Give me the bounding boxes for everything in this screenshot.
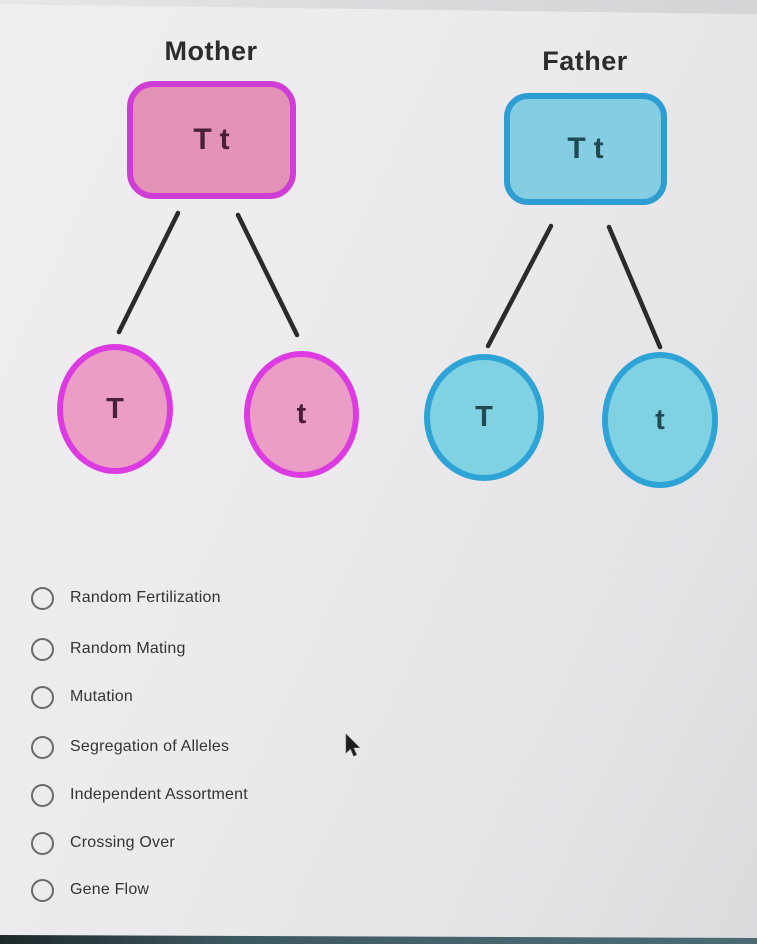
option-independent-assortment[interactable]: Independent Assortment [31, 781, 248, 809]
father-right-line [606, 224, 663, 350]
radio-button-icon[interactable] [31, 586, 54, 610]
father-allele-T-text: T [475, 401, 493, 433]
mother-left-line [116, 210, 181, 335]
mother-genotype-text: Tt [193, 123, 238, 156]
option-label: Independent Assortment [70, 786, 248, 803]
father-left-line [485, 223, 554, 349]
radio-button-icon[interactable] [31, 685, 54, 709]
radio-button-icon[interactable] [31, 637, 54, 661]
mother-right-line [235, 212, 300, 338]
option-label: Random Fertilization [70, 589, 221, 606]
option-label: Gene Flow [70, 881, 150, 898]
radio-button-icon[interactable] [31, 735, 54, 759]
option-segregation-of-alleles[interactable]: Segregation of Alleles [31, 733, 229, 761]
father-genotype-text: Tt [567, 132, 612, 165]
father-allele-t-circle: t [602, 352, 718, 488]
mother-allele-t-text: t [296, 398, 307, 430]
father-genotype-box: Tt [504, 93, 667, 205]
option-gene-flow[interactable]: Gene Flow [31, 876, 149, 904]
option-label: Segregation of Alleles [70, 738, 230, 755]
option-random-mating[interactable]: Random Mating [31, 635, 186, 663]
mother-allele-T-text: T [106, 392, 124, 425]
mother-allele-T-circle: T [57, 344, 173, 474]
option-crossing-over[interactable]: Crossing Over [31, 829, 175, 857]
option-label: Random Mating [70, 640, 186, 657]
mother-allele-t-circle: t [244, 351, 359, 478]
screen-top-edge [0, 0, 757, 15]
option-label: Mutation [70, 688, 133, 705]
radio-button-icon[interactable] [31, 783, 54, 807]
father-allele-T-circle: T [424, 354, 544, 481]
father-title: Father [542, 46, 628, 76]
screen-bottom-bezel [0, 934, 757, 944]
radio-button-icon[interactable] [31, 878, 54, 902]
father-allele-t-text: t [655, 403, 665, 436]
option-mutation[interactable]: Mutation [31, 683, 133, 711]
mouse-cursor-icon [345, 733, 361, 757]
option-random-fertilization[interactable]: Random Fertilization [31, 584, 221, 612]
mother-genotype-box: Tt [127, 81, 296, 199]
radio-button-icon[interactable] [31, 831, 54, 855]
mother-title: Mother [164, 36, 258, 66]
option-label: Crossing Over [70, 834, 175, 851]
